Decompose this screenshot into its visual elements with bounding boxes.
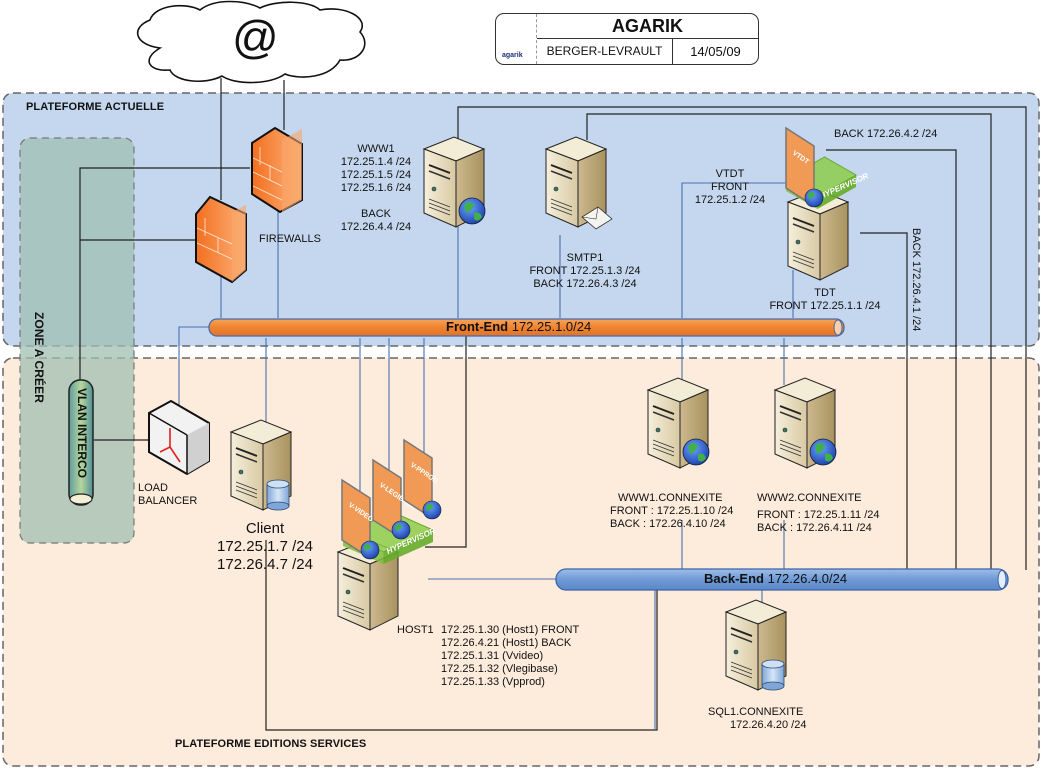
vtdt-label: VTDT FRONT 172.25.1.2 /24 xyxy=(690,168,770,207)
globe-icon xyxy=(809,438,837,466)
www1-ip-2: 172.25.1.5 /24 xyxy=(340,169,412,181)
tdt-label: TDT FRONT 172.25.1.1 /24 xyxy=(760,287,890,313)
host1-ip-1: 172.25.1.30 (Host1) FRONT xyxy=(441,624,580,636)
logo-text: agarik xyxy=(502,52,523,59)
www2c-back: BACK : 172.26.4.11 /24 xyxy=(757,522,872,534)
vtdt-vm: VTDT xyxy=(785,126,824,208)
host1-name: HOST1 xyxy=(397,624,434,636)
globe-icon xyxy=(682,438,710,466)
www2c-front: FRONT : 172.25.1.11 /24 xyxy=(757,509,880,521)
sql1-label: SQL1.CONNEXITE 172.26.4.20 /24 xyxy=(708,706,806,732)
agarik-logo-cell: agarik xyxy=(496,14,537,64)
host1-ips: 172.25.1.30 (Host1) FRONT 172.26.4.21 (H… xyxy=(441,624,579,689)
vtdt-front: FRONT xyxy=(711,181,749,193)
client-name: BERGER-LEVRAULT xyxy=(537,39,673,64)
www1-ip-3: 172.25.1.6 /24 xyxy=(340,182,412,194)
www2-connexite-server xyxy=(773,377,837,469)
front-end-subnet: 172.25.1.0/24 xyxy=(511,319,592,334)
vlan-interco-label: VLAN INTERCO xyxy=(75,388,89,478)
globe-icon xyxy=(422,500,442,520)
mail-icon xyxy=(581,206,613,230)
back-end-name: Back-End xyxy=(704,571,764,586)
vm-video: V-VIDEO xyxy=(341,478,380,560)
www1-connexite-label: WWW1.CONNEXITE FRONT : 172.25.1.10 /24 B… xyxy=(610,492,733,531)
www1c-front: FRONT : 172.25.1.10 /24 xyxy=(610,505,734,517)
load-balancer-icon xyxy=(148,399,210,476)
globe-icon xyxy=(458,197,486,225)
title-block: agarik AGARIK BERGER-LEVRAULT 14/05/09 xyxy=(495,13,759,65)
firewall-icon xyxy=(195,195,247,284)
firewalls-label: FIREWALLS xyxy=(259,233,321,245)
front-end-label: Front-End 172.25.1.0/24 xyxy=(446,319,591,334)
client-ip-2: 172.26.4.7 /24 xyxy=(217,556,313,573)
internet-at-icon: @ xyxy=(232,11,279,63)
date: 14/05/09 xyxy=(690,44,741,59)
client-server xyxy=(229,419,293,511)
client-name: Client xyxy=(245,520,285,537)
smtp1-label: SMTP1 FRONT 172.25.1.3 /24 BACK 172.26.4… xyxy=(520,252,650,291)
back-end-label: Back-End 172.26.4.0/24 xyxy=(704,571,847,586)
sql1-ip: 172.26.4.20 /24 xyxy=(730,719,807,731)
www1-back-ip: 172.26.4.4 /24 xyxy=(340,221,412,233)
sql1-name: SQL1.CONNEXITE xyxy=(708,706,804,718)
www2-connexite-label: WWW2.CONNEXITE FRONT : 172.25.1.11 /24 B… xyxy=(757,492,880,535)
back-end-bus xyxy=(555,568,1009,591)
front-end-bus xyxy=(208,318,845,337)
smtp1-front: FRONT 172.25.1.3 /24 xyxy=(529,265,641,277)
database-icon xyxy=(266,479,290,511)
www2c-name: WWW2.CONNEXITE xyxy=(757,492,862,504)
globe-icon xyxy=(360,540,380,560)
vtdt-back-label: BACK 172.26.4.2 /24 xyxy=(834,128,938,140)
internet-cloud xyxy=(136,0,366,84)
www1-server xyxy=(422,136,486,228)
www1c-back: BACK : 172.26.4.10 /24 xyxy=(610,518,726,530)
host1-ip-2: 172.26.4.21 (Host1) BACK xyxy=(441,637,572,649)
host1-ip-5: 172.25.1.33 (Vpprod) xyxy=(441,676,545,688)
www1-label: WWW1 172.25.1.4 /24 172.25.1.5 /24 172.2… xyxy=(336,143,416,234)
smtp1-back: BACK 172.26.4.3 /24 xyxy=(533,278,637,290)
front-end-name: Front-End xyxy=(446,319,509,334)
vm-pprod: V-PPROD xyxy=(403,438,442,520)
globe-icon xyxy=(804,188,824,208)
www1-back-label: BACK xyxy=(361,208,391,220)
back-end-subnet: 172.26.4.0/24 xyxy=(767,571,848,586)
database-icon xyxy=(761,659,785,691)
tdt-name: TDT xyxy=(814,287,836,299)
www1-name: WWW1 xyxy=(357,143,395,155)
host1-ip-4: 172.25.1.32 (Vlegibase) xyxy=(441,663,558,675)
client-label: Client 172.25.1.7 /24 172.26.4.7 /24 xyxy=(205,520,325,574)
sql1-connexite-server xyxy=(724,599,788,691)
host1-ip-3: 172.25.1.31 (Vvideo) xyxy=(441,650,544,662)
smtp1-name: SMTP1 xyxy=(566,252,604,264)
tdt-back-label: BACK 172.26.4.1 /24 xyxy=(910,228,922,332)
connections-dark xyxy=(79,78,1027,731)
globe-icon xyxy=(391,520,411,540)
www1-connexite-server xyxy=(646,377,710,469)
title: AGARIK xyxy=(537,14,758,39)
lb-line-1: LOAD xyxy=(138,482,168,494)
zone-title-create: ZONE A CRÉER xyxy=(32,312,46,403)
vtdt-name: VTDT xyxy=(715,168,745,180)
lb-line-2: BALANCER xyxy=(138,495,198,507)
firewall-icon xyxy=(251,126,303,214)
vlan-interco-pipe xyxy=(68,379,94,506)
client-ip-1: 172.25.1.7 /24 xyxy=(217,538,313,555)
zone-to-create xyxy=(19,137,135,544)
smtp1-server xyxy=(544,136,613,230)
zone-title-current: PLATEFORME ACTUELLE xyxy=(26,101,165,113)
tdt-front: FRONT 172.25.1.1 /24 xyxy=(769,300,881,312)
vtdt-front-ip: 172.25.1.2 /24 xyxy=(694,194,766,206)
www1c-name: WWW1.CONNEXITE xyxy=(618,492,723,504)
load-balancer-label: LOAD BALANCER xyxy=(138,482,197,508)
www1-ip-1: 172.25.1.4 /24 xyxy=(340,156,412,168)
zone-title-editions: PLATEFORME EDITIONS SERVICES xyxy=(175,738,367,750)
